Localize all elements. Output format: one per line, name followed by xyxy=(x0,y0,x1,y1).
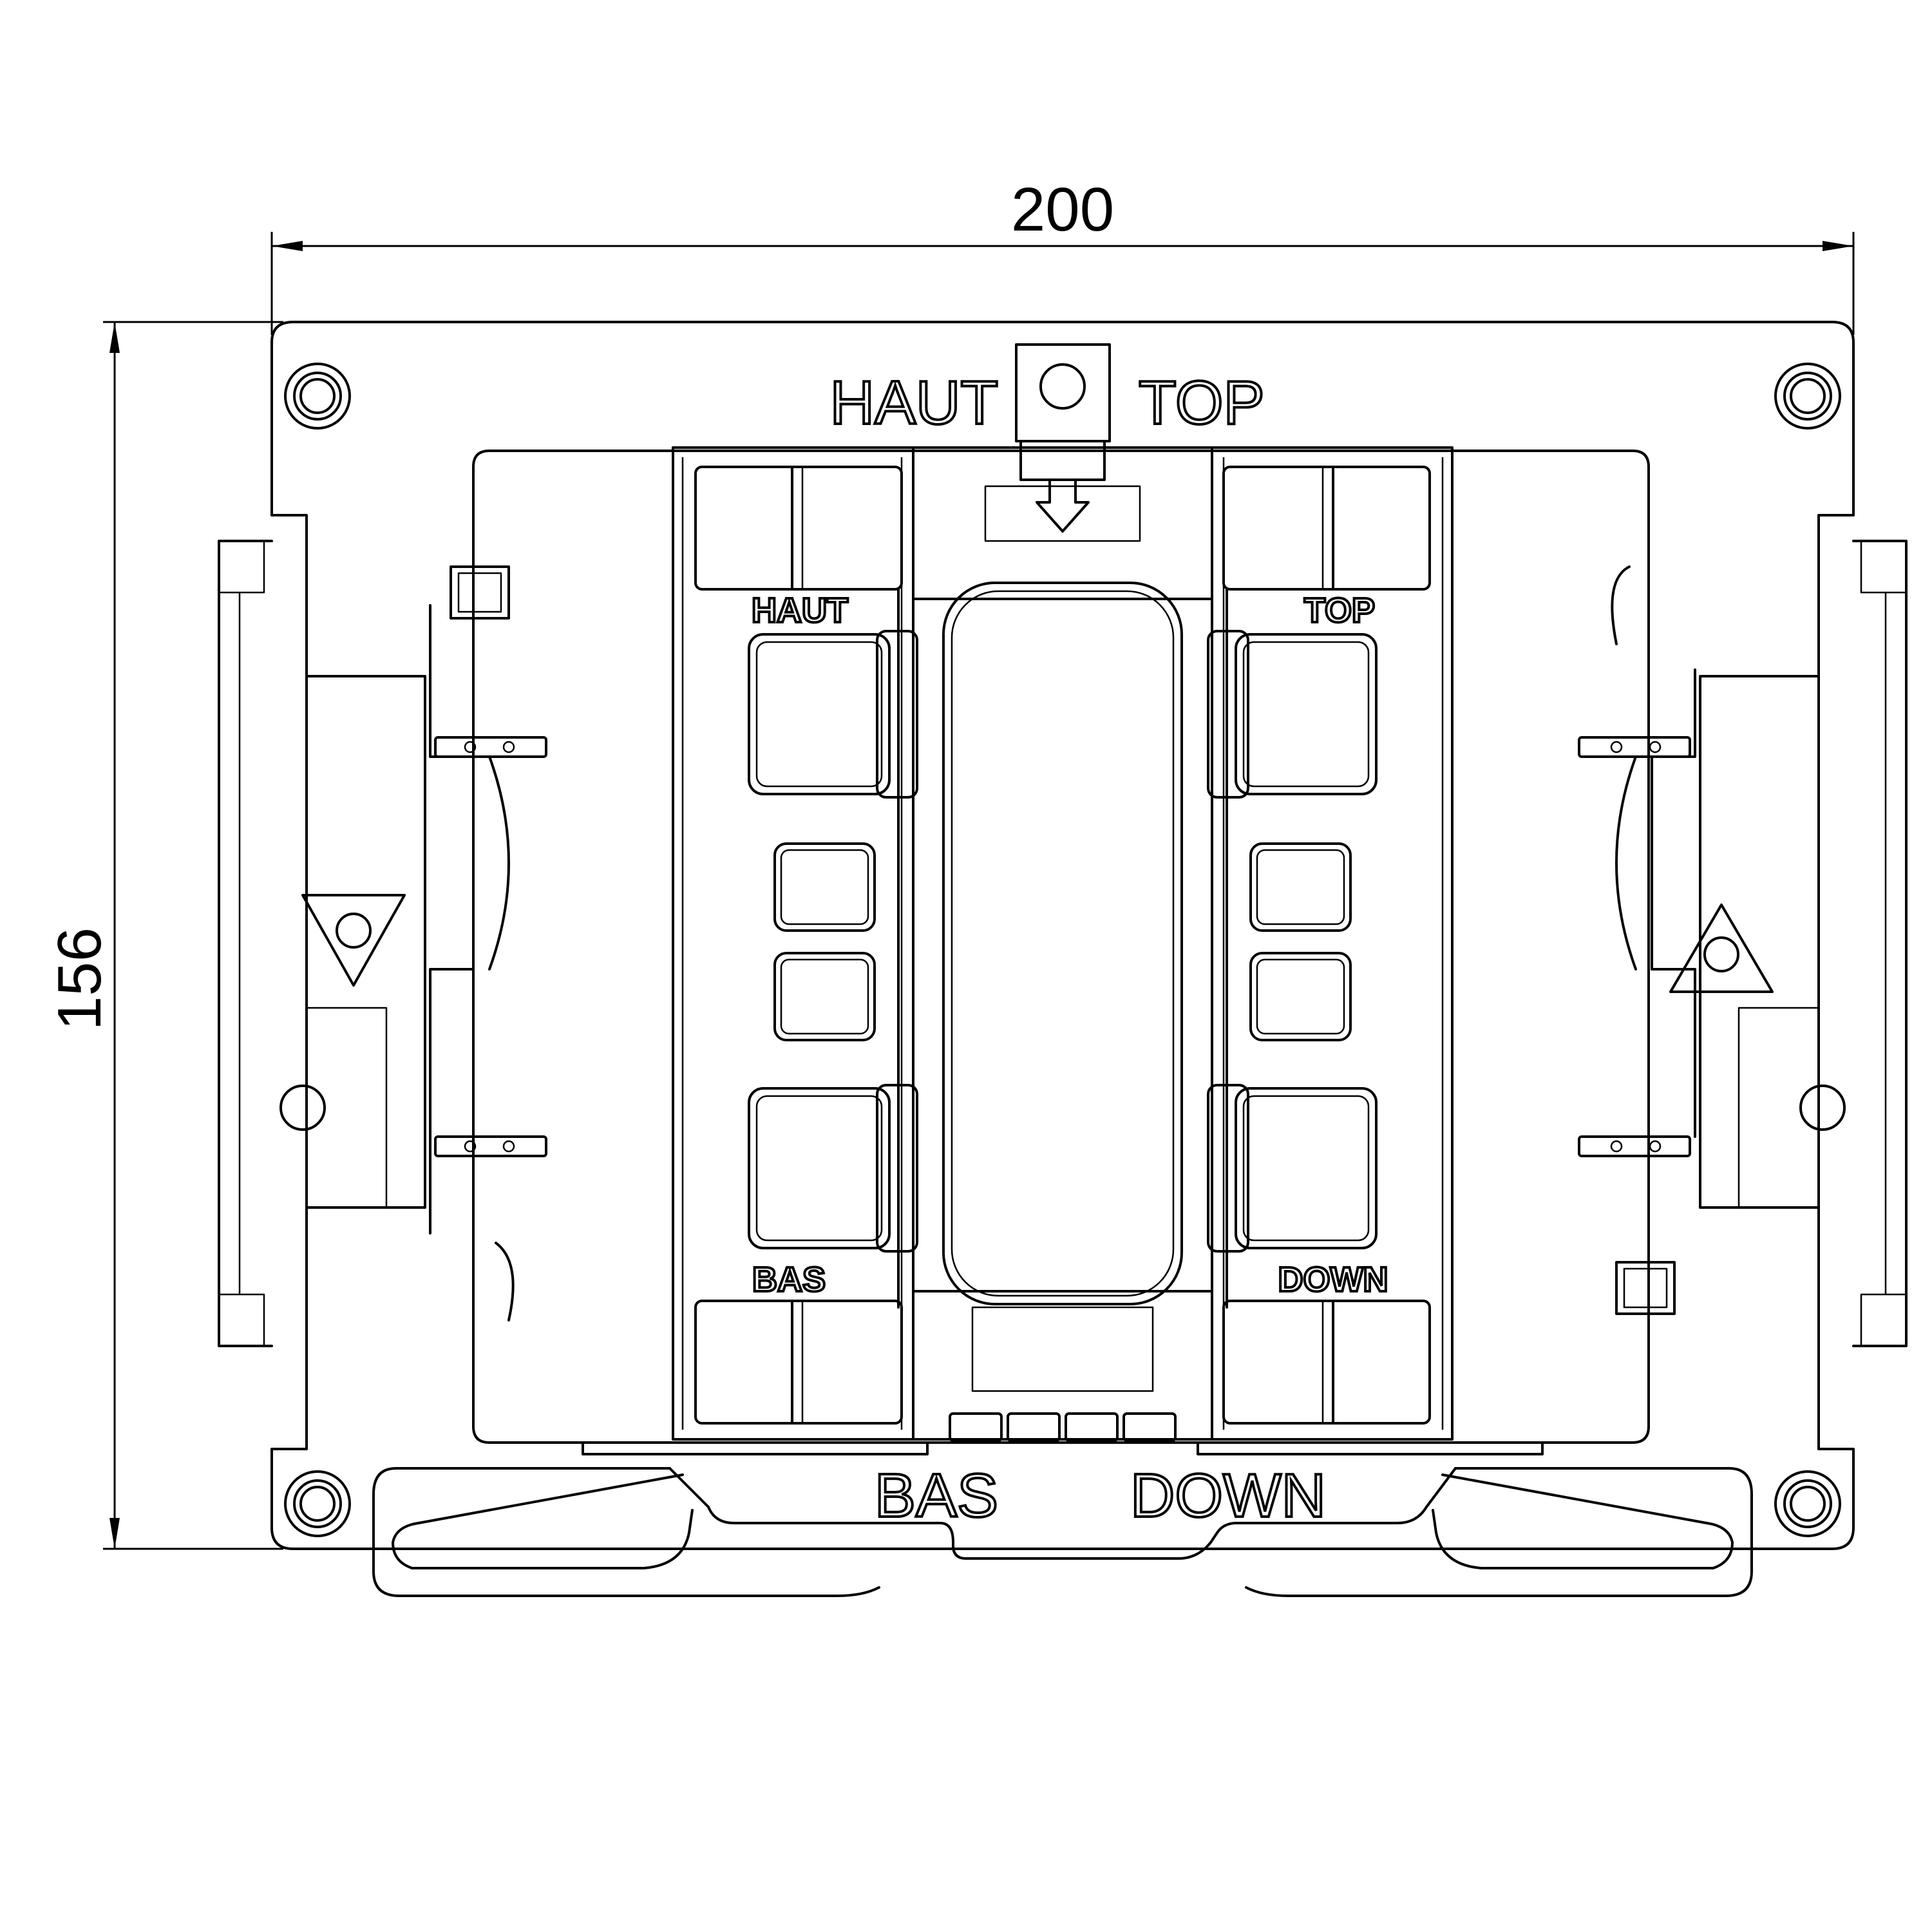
center-oval-button xyxy=(942,582,1183,1305)
left-clip-bracket xyxy=(429,565,547,1321)
slot-label-down: DOWN xyxy=(1278,1260,1388,1299)
mounting-hole-bottom-right xyxy=(1774,1470,1841,1537)
left-side-tab xyxy=(218,540,426,1347)
down-triangle-icon xyxy=(301,894,406,987)
slot-label-haut: HAUT xyxy=(752,591,848,630)
label-haut-top: HAUT xyxy=(830,368,998,437)
label-down: DOWN xyxy=(1130,1461,1326,1530)
label-bas: BAS xyxy=(875,1461,998,1530)
right-clip-bracket xyxy=(1578,565,1696,1315)
outer-plate xyxy=(270,321,1855,1550)
right-side-tab xyxy=(1699,540,1908,1347)
slot-label-bas: BAS xyxy=(752,1260,826,1299)
mounting-hole-top-right xyxy=(1774,363,1841,430)
label-top: TOP xyxy=(1139,368,1265,437)
slot-label-top: TOP xyxy=(1304,591,1375,630)
up-triangle-icon xyxy=(1669,904,1774,993)
bottom-handle xyxy=(372,1441,1753,1597)
top-latch xyxy=(1015,343,1111,533)
right-slider-column xyxy=(1207,446,1454,1441)
width-value: 200 xyxy=(1011,175,1114,244)
height-value: 156 xyxy=(45,927,114,1030)
bottom-teeth xyxy=(949,1412,1177,1442)
center-channel xyxy=(912,446,1213,1442)
inner-frame xyxy=(472,450,1650,1444)
mounting-hole-top-left xyxy=(284,363,351,430)
width-dimension: 200 xyxy=(270,175,1855,335)
mounting-hole-bottom-left xyxy=(284,1470,351,1537)
height-dimension: 156 xyxy=(45,321,283,1550)
